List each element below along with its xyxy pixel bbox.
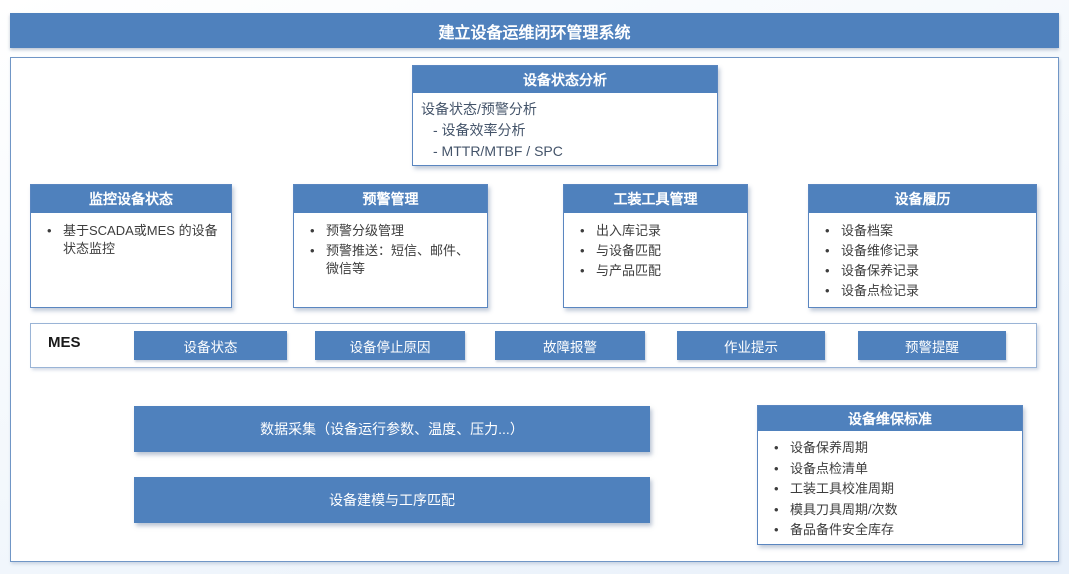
bullet-item: 设备档案 [817,222,1030,240]
bullet-item: 设备点检记录 [817,282,1030,300]
box-title: 工装工具管理 [564,185,747,213]
equipment-history-box: 设备履历 设备档案 设备维修记录 设备保养记录 设备点检记录 [808,184,1037,308]
analysis-box-header: 设备状态分析 [413,66,717,93]
bullet-item: 与设备匹配 [572,242,741,260]
bullet-item: 设备保养周期 [766,439,1016,458]
analysis-line: - MTTR/MTBF / SPC [433,143,563,159]
maintenance-standards-box: 设备维保标准 设备保养周期 设备点检清单 工装工具校准周期 模具刀具周期/次数 … [757,405,1023,545]
bullet-item: 与产品匹配 [572,262,741,280]
mes-chip-equipment-status: 设备状态 [134,331,287,360]
monitor-status-box: 监控设备状态 基于SCADA或MES 的设备状态监控 [30,184,232,308]
mes-chip-fault-alarm: 故障报警 [495,331,645,360]
data-collection-bar: 数据采集（设备运行参数、温度、压力...） [134,406,650,452]
box-title: 监控设备状态 [31,185,231,213]
bullet-list: 设备档案 设备维修记录 设备保养记录 设备点检记录 [809,213,1036,306]
bullet-list: 预警分级管理 预警推送：短信、邮件、微信等 [294,213,487,284]
bullet-list: 基于SCADA或MES 的设备状态监控 [31,213,231,264]
tooling-management-box: 工装工具管理 出入库记录 与设备匹配 与产品匹配 [563,184,748,308]
bullet-item: 备品备件安全库存 [766,521,1016,540]
bullet-item: 设备点检清单 [766,460,1016,479]
mes-chip-job-prompt: 作业提示 [677,331,825,360]
bullet-item: 工装工具校准周期 [766,480,1016,499]
bullet-item: 设备保养记录 [817,262,1030,280]
bullet-item: 出入库记录 [572,222,741,240]
bullet-list: 出入库记录 与设备匹配 与产品匹配 [564,213,747,286]
analysis-line: - 设备效率分析 [433,122,526,138]
mes-chip-stop-reason: 设备停止原因 [315,331,465,360]
alert-management-box: 预警管理 预警分级管理 预警推送：短信、邮件、微信等 [293,184,488,308]
box-title: 设备维保标准 [758,406,1022,431]
bullet-list: 设备保养周期 设备点检清单 工装工具校准周期 模具刀具周期/次数 备品备件安全库… [758,431,1022,546]
equipment-modeling-bar: 设备建模与工序匹配 [134,477,650,523]
box-title: 设备履历 [809,185,1036,213]
bullet-item: 设备维修记录 [817,242,1030,260]
analysis-line: 设备状态/预警分析 [421,101,537,117]
bullet-item: 预警推送：短信、邮件、微信等 [302,242,481,278]
analysis-box-body: 设备状态/预警分析 - 设备效率分析 - MTTR/MTBF / SPC [413,93,717,168]
analysis-box: 设备状态分析 设备状态/预警分析 - 设备效率分析 - MTTR/MTBF / … [412,65,718,166]
bullet-item: 基于SCADA或MES 的设备状态监控 [39,222,225,258]
title-banner: 建立设备运维闭环管理系统 [10,13,1059,48]
bullet-item: 预警分级管理 [302,222,481,240]
page-title: 建立设备运维闭环管理系统 [438,24,631,42]
mes-label: MES [48,334,81,351]
box-title: 预警管理 [294,185,487,213]
bullet-item: 模具刀具周期/次数 [766,501,1016,520]
mes-chip-alert-reminder: 预警提醒 [858,331,1006,360]
